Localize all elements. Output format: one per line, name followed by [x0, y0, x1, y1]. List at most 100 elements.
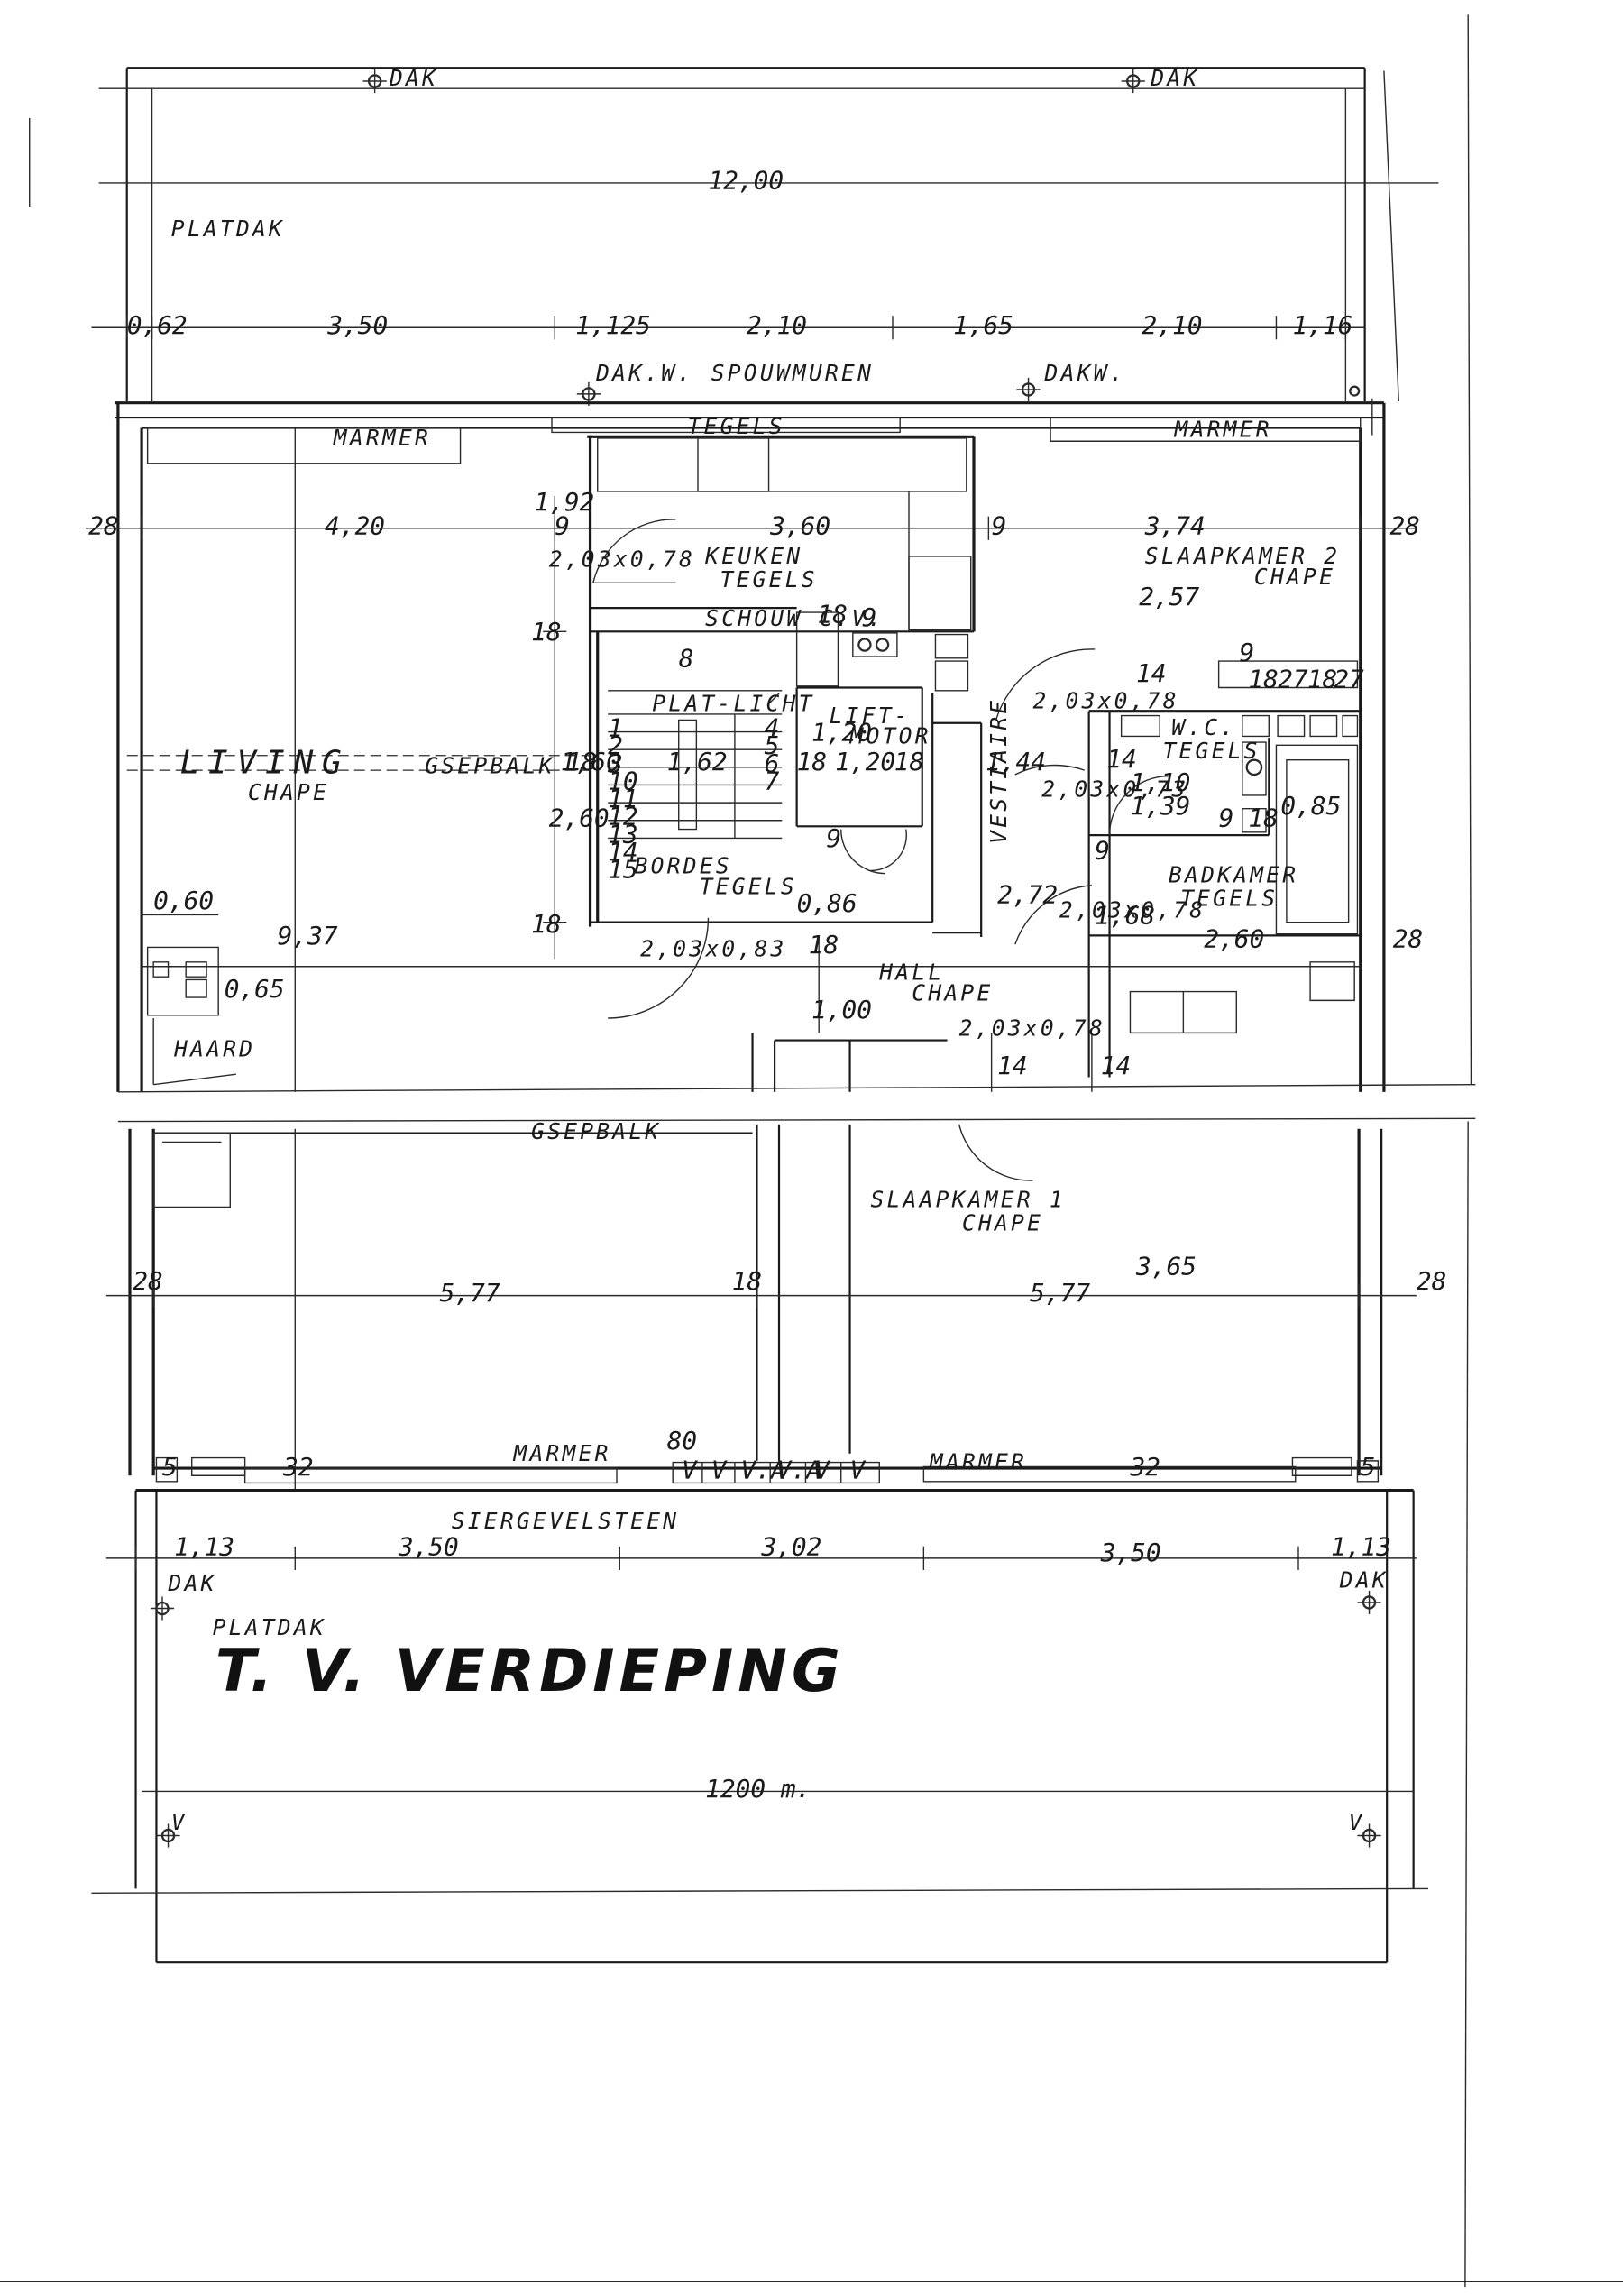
dim-28-right-2: 28	[1393, 923, 1423, 953]
dim-top-total: 12,00	[708, 165, 784, 195]
label-vestiaire: VESTIAIRE	[986, 698, 1012, 844]
hall-lower-walls	[753, 937, 1092, 1092]
label-schouw: SCHOUW C.V.	[705, 605, 884, 631]
stair-dim-18: 18	[566, 747, 596, 776]
wc-door-swing	[1110, 776, 1169, 835]
lift-dim-9: 9	[826, 823, 841, 853]
dim-100: 1,00	[812, 995, 872, 1024]
label-gsepbalk-2: GSEPBALK	[531, 1118, 661, 1144]
haard-dim-065: 0,65	[225, 974, 285, 1004]
bath-dim-085: 0,85	[1280, 791, 1341, 821]
dim-bottom-2: 3,02	[760, 1532, 821, 1562]
wc-27b: 27	[1334, 664, 1364, 693]
top-window-tegels	[552, 418, 900, 432]
vent-5: V	[814, 1456, 830, 1485]
page-margin-lines	[0, 14, 1623, 2287]
label-dak-3: DAK	[168, 1570, 217, 1596]
label-slaapkamer1-floor: CHAPE	[962, 1210, 1043, 1236]
lift-dim-120-h: 1,20	[812, 717, 872, 747]
lift-dim-120: 1,20	[835, 747, 895, 776]
dim-door-bad: 2,03x0,78	[1059, 897, 1206, 923]
dim-9-b: 9	[992, 510, 1007, 540]
step-10: 10	[608, 766, 637, 795]
fireplace	[142, 914, 236, 1084]
label-wc: W.C.	[1171, 714, 1236, 740]
dim-bottom-577-b: 5,77	[1030, 1278, 1090, 1308]
dim-top-2: 1,125	[575, 310, 651, 340]
dim-260: 2,60	[549, 803, 610, 832]
label-liftmotor-2: MOTOR	[849, 723, 931, 749]
dim-bottom-total: 1200 m.	[705, 1774, 811, 1804]
top-window-marmer-left	[148, 428, 461, 464]
dim-bottom-28-left: 28	[133, 1266, 162, 1296]
label-spouwmuren: SPOUWMUREN	[711, 360, 874, 386]
dim-28-left: 28	[88, 510, 118, 540]
dim-top-6: 1,16	[1292, 310, 1352, 340]
label-marmer-4: MARMER	[929, 1449, 1027, 1475]
dim-row-lower	[106, 1284, 1417, 1308]
dim-slaap2-width: 3,74	[1144, 510, 1206, 540]
label-slaapkamer1: SLAAPKAMER 1	[870, 1186, 1066, 1212]
hall-door-swing	[996, 649, 1096, 944]
step-1: 1	[608, 712, 623, 742]
dim-14-c: 14	[1101, 1051, 1131, 1080]
slaapkamer1-door-swing	[959, 1125, 1033, 1180]
label-bordes-floor: TEGELS	[700, 874, 797, 900]
label-dak-2: DAK	[1150, 65, 1199, 91]
label-hall: HALL	[878, 959, 944, 985]
wc-18b: 18	[1307, 664, 1337, 693]
step-4: 4	[765, 712, 780, 742]
dim-086: 0,86	[797, 888, 857, 918]
label-siergevelsteen: SIERGEVELSTEEN	[452, 1508, 680, 1534]
dim-9-a: 9	[555, 510, 570, 540]
stair-walls	[591, 631, 933, 922]
roof-drain-top-right	[1122, 69, 1145, 93]
wc-27: 27	[1278, 664, 1308, 693]
roof-drain-dakw-right	[1016, 378, 1040, 401]
vent-bottom-left	[156, 1823, 179, 1847]
dim-top-1: 3,50	[326, 310, 388, 340]
num-80: 80	[667, 1426, 697, 1456]
label-bordes: BORDES	[635, 853, 732, 879]
lift-dim-18-b: 18	[894, 747, 924, 776]
lift-dim-18-a: 18	[797, 747, 827, 776]
dim-937: 9,37	[278, 921, 338, 951]
dim-18-c: 18	[531, 909, 561, 939]
kitchen-door-swing	[593, 519, 676, 583]
roof-drain-bottom-right	[1357, 1591, 1380, 1614]
dim-bottom-3: 3,50	[1100, 1538, 1161, 1567]
vestiaire-walls	[932, 723, 981, 937]
label-dakw-1: DAK.W.	[595, 360, 693, 386]
top-window-marmer-right	[1050, 418, 1361, 441]
label-slaapkamer2: SLAAPKAMER 2	[1145, 543, 1341, 569]
dim-28-right: 28	[1389, 510, 1419, 540]
wc-dim-18: 18	[1248, 803, 1278, 832]
step-11: 11	[608, 784, 637, 813]
label-platdak-bottom: PLATDAK	[213, 1614, 326, 1640]
wc-18: 18	[1248, 664, 1278, 693]
roof-drain-top-left	[363, 69, 387, 93]
roof-drain-bottom-left	[151, 1596, 174, 1620]
roof-top	[91, 68, 1438, 401]
dim-9-d: 9	[1095, 835, 1110, 865]
dim-door-hall: 2,03x0,78	[959, 1015, 1105, 1042]
vent-2: V	[711, 1456, 728, 1485]
label-gsepbalk: GSEPBALK	[425, 752, 555, 778]
stair-dim-162: 1,62	[667, 747, 728, 776]
num-5-a: 5	[162, 1452, 178, 1482]
dim-18-d: 18	[809, 930, 839, 960]
dim-192: 1,92	[534, 487, 594, 517]
section-break	[118, 1085, 1475, 1122]
label-liftmotor-1: LIFT-	[830, 703, 911, 729]
dim-257: 2,57	[1139, 582, 1199, 611]
dim-bottom-18: 18	[732, 1266, 762, 1296]
dim-18-a: 18	[531, 617, 561, 647]
label-marmer-1: MARMER	[333, 425, 431, 451]
lower-walls	[130, 1125, 1381, 1491]
label-slaapkamer2-floor: CHAPE	[1254, 564, 1335, 590]
dim-door-wc-vertical: 2,03x0,78	[1032, 687, 1178, 713]
vent-3: V.A	[740, 1456, 785, 1485]
dim-bottom-4: 1,13	[1331, 1532, 1391, 1562]
dim-272: 2,72	[997, 879, 1058, 909]
vent-bottom-right	[1357, 1823, 1380, 1847]
